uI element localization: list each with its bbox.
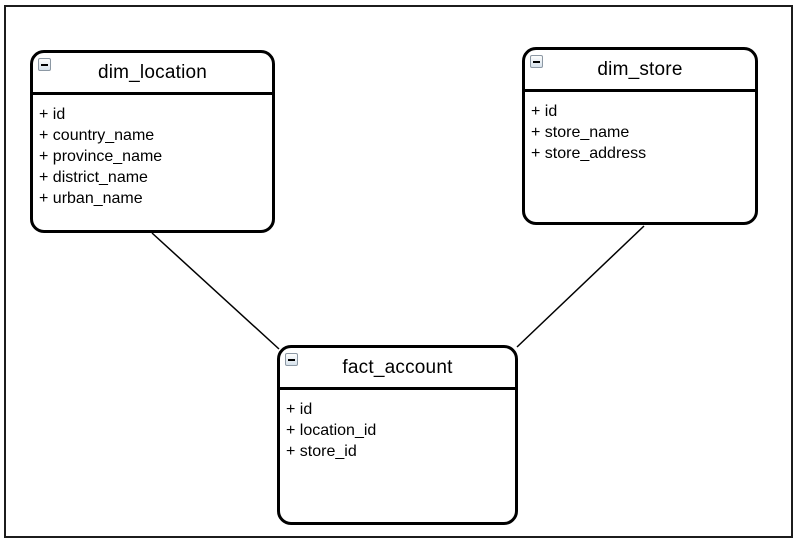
field-row: + id bbox=[286, 401, 313, 418]
field-row: + country_name bbox=[39, 127, 155, 144]
entity-title: dim_location bbox=[97, 61, 208, 83]
entity-field-list: + id + country_name + province_name + di… bbox=[33, 95, 272, 218]
entity-header-dim-store: dim_store bbox=[525, 50, 755, 92]
field-row: + store_name bbox=[531, 124, 630, 141]
entity-title: fact_account bbox=[342, 356, 453, 378]
field-row: + store_address bbox=[531, 145, 647, 162]
field-row: + location_id bbox=[286, 422, 377, 439]
entity-header-dim-location: dim_location bbox=[33, 53, 272, 95]
entity-field-list: + id + location_id + store_id bbox=[280, 390, 515, 471]
field-row: + urban_name bbox=[39, 190, 143, 207]
entity-header-fact-account: fact_account bbox=[280, 348, 515, 390]
collapse-minus-icon[interactable] bbox=[530, 55, 543, 68]
field-row: + id bbox=[39, 106, 66, 123]
entity-dim-store[interactable]: dim_store + id + store_name + store_addr… bbox=[522, 47, 758, 225]
field-row: + id bbox=[531, 103, 558, 120]
entity-field-list: + id + store_name + store_address bbox=[525, 92, 755, 173]
diagram-frame-border bbox=[4, 5, 793, 538]
field-row: + province_name bbox=[39, 148, 163, 165]
entity-dim-location[interactable]: dim_location + id + country_name + provi… bbox=[30, 50, 275, 233]
field-row: + district_name bbox=[39, 169, 148, 186]
relationship-line-dim-location-fact-account[interactable] bbox=[151, 232, 280, 350]
entity-title: dim_store bbox=[597, 58, 683, 80]
collapse-minus-icon[interactable] bbox=[285, 353, 298, 366]
collapse-minus-icon[interactable] bbox=[38, 58, 51, 71]
relationship-line-dim-store-fact-account[interactable] bbox=[516, 225, 645, 348]
field-row: + store_id bbox=[286, 443, 357, 460]
entity-fact-account[interactable]: fact_account + id + location_id + store_… bbox=[277, 345, 518, 525]
